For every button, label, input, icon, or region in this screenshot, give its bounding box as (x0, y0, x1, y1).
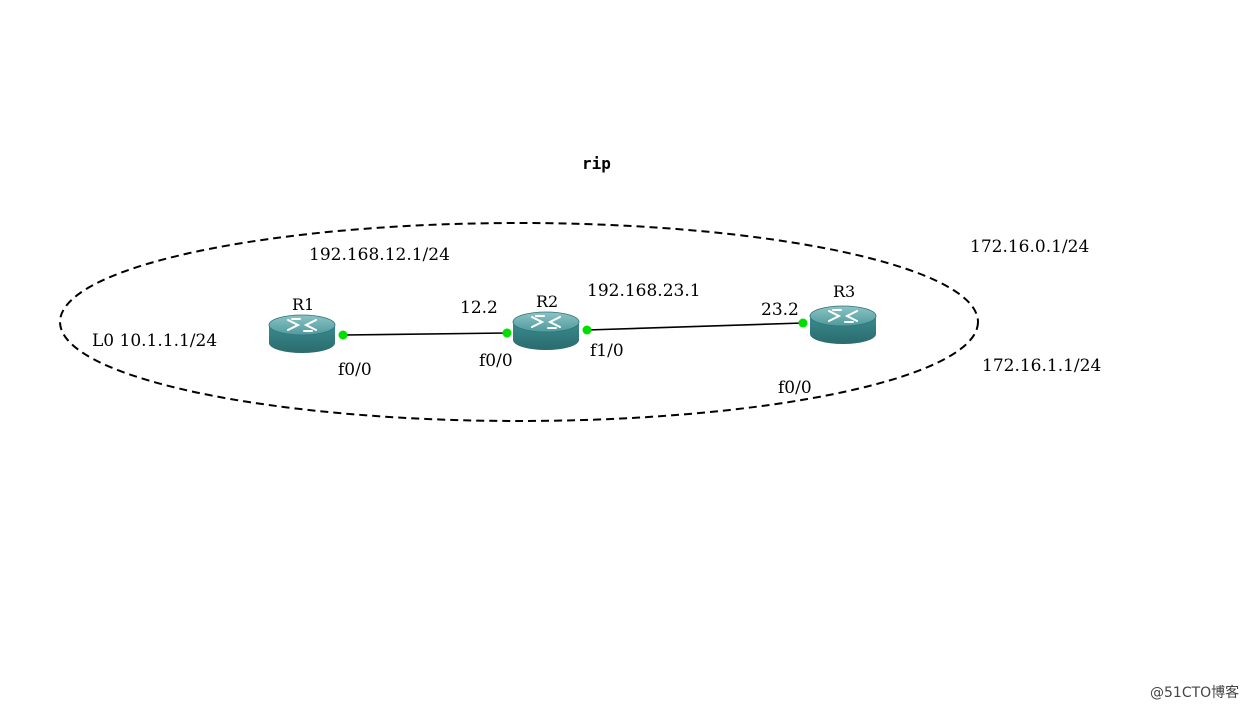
router-r1-icon[interactable] (268, 314, 336, 353)
area-title: rip (582, 154, 611, 173)
watermark: @51CTO博客 (1150, 685, 1240, 701)
r3-interface-label: f0/0 (778, 378, 812, 398)
router-r3-icon[interactable] (809, 305, 877, 344)
r2-interface-left-label: f0/0 (479, 351, 513, 371)
r2-ip-left-label: 12.2 (460, 298, 498, 318)
port-dot-r2-f0-0 (502, 328, 512, 338)
r2-ip-right-label: 192.168.23.1 (587, 281, 701, 301)
r3-ip-label: 23.2 (761, 300, 799, 320)
port-dot-r2-f1-0 (582, 325, 592, 335)
r1-loopback-label: L0 10.1.1.1/24 (92, 331, 218, 351)
r2-interface-right-label: f1/0 (590, 341, 624, 361)
r1-interface-label: f0/0 (338, 360, 372, 380)
link-r1-r2[interactable] (342, 332, 508, 336)
router-r2-name: R2 (536, 292, 559, 311)
router-r2-icon[interactable] (512, 311, 580, 350)
r3-network-1-label: 172.16.0.1/24 (970, 237, 1090, 257)
rip-area-outline (59, 222, 979, 422)
router-r1-name: R1 (292, 295, 315, 314)
r1-ip-label: 192.168.12.1/24 (309, 245, 450, 265)
port-dot-r3-f0-0 (798, 318, 808, 328)
port-dot-r1-f0-0 (338, 330, 348, 340)
r3-network-2-label: 172.16.1.1/24 (982, 356, 1102, 376)
link-r2-r3[interactable] (586, 322, 804, 331)
router-r3-name: R3 (833, 282, 856, 301)
